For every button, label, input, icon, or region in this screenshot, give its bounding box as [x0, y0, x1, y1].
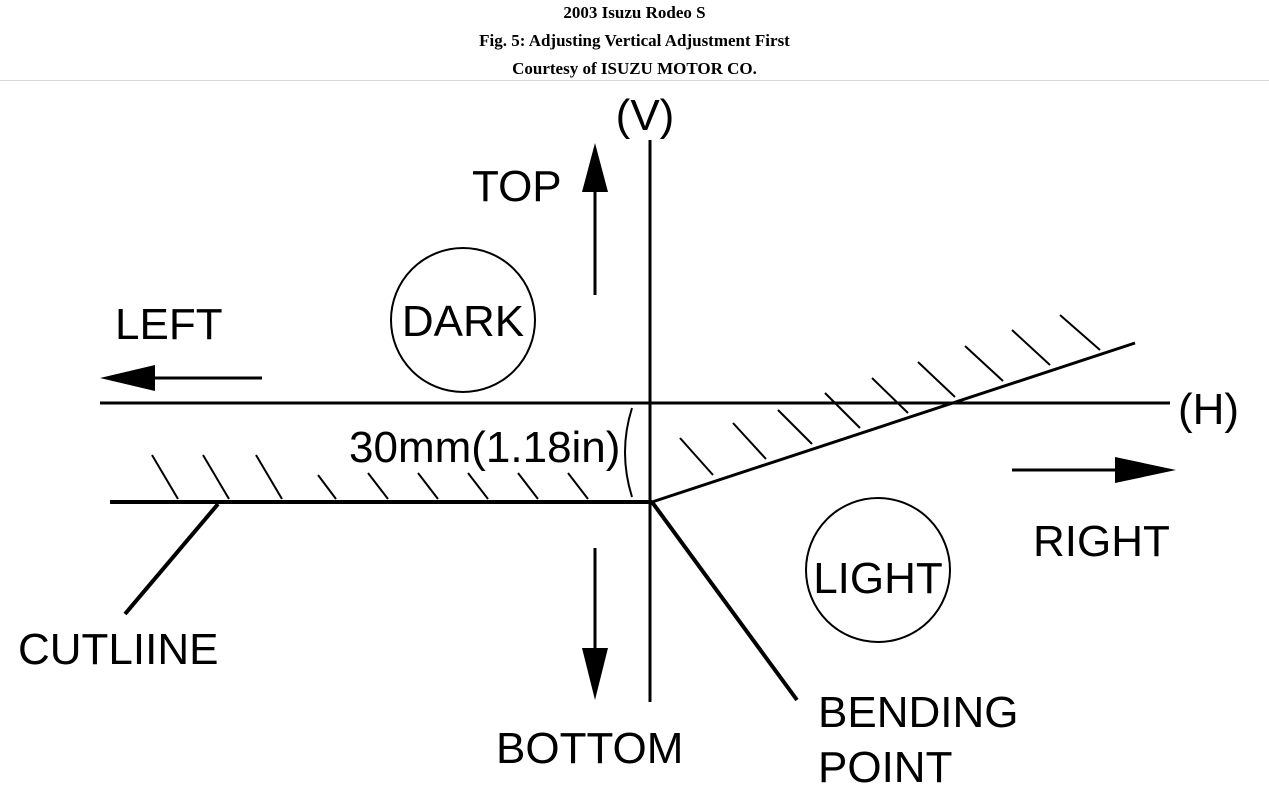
- bending-point-label-line1: BENDING: [818, 688, 1018, 737]
- dimension-bracket: [624, 407, 633, 498]
- top-label: TOP: [472, 162, 562, 211]
- dark-label: DARK: [402, 297, 524, 346]
- bottom-arrow-icon: [582, 548, 608, 700]
- cutline-right-hatching: [679, 314, 1101, 476]
- measurement-label: 30mm(1.18in): [349, 423, 620, 472]
- figure-header: 2003 Isuzu Rodeo S Fig. 5: Adjusting Ver…: [0, 0, 1269, 80]
- light-zone-circle: [805, 497, 951, 643]
- figure-credit: Courtesy of ISUZU MOTOR CO.: [512, 59, 757, 78]
- horizontal-axis-label: (H): [1178, 385, 1239, 434]
- light-label: LIGHT: [813, 554, 943, 603]
- bending-point-leader-line: [650, 500, 799, 702]
- cutline-right: [651, 341, 1136, 504]
- bending-point-label-line2: POINT: [818, 743, 952, 792]
- header-divider: [0, 80, 1269, 81]
- cutline-leader-line: [123, 502, 220, 616]
- document-title: 2003 Isuzu Rodeo S: [563, 3, 706, 22]
- figure-caption: Fig. 5: Adjusting Vertical Adjustment Fi…: [479, 31, 790, 50]
- cutline-left-hatching: [151, 454, 589, 500]
- vertical-axis-label: (V): [616, 91, 675, 140]
- left-arrow-icon: [100, 365, 262, 391]
- dark-zone-circle: [390, 247, 536, 393]
- cutline-label: CUTLIINE: [18, 625, 218, 674]
- right-arrow-icon: [1012, 457, 1176, 483]
- left-label: LEFT: [115, 300, 223, 349]
- right-label: RIGHT: [1033, 517, 1170, 566]
- top-arrow-icon: [582, 143, 608, 295]
- bottom-label: BOTTOM: [496, 724, 683, 773]
